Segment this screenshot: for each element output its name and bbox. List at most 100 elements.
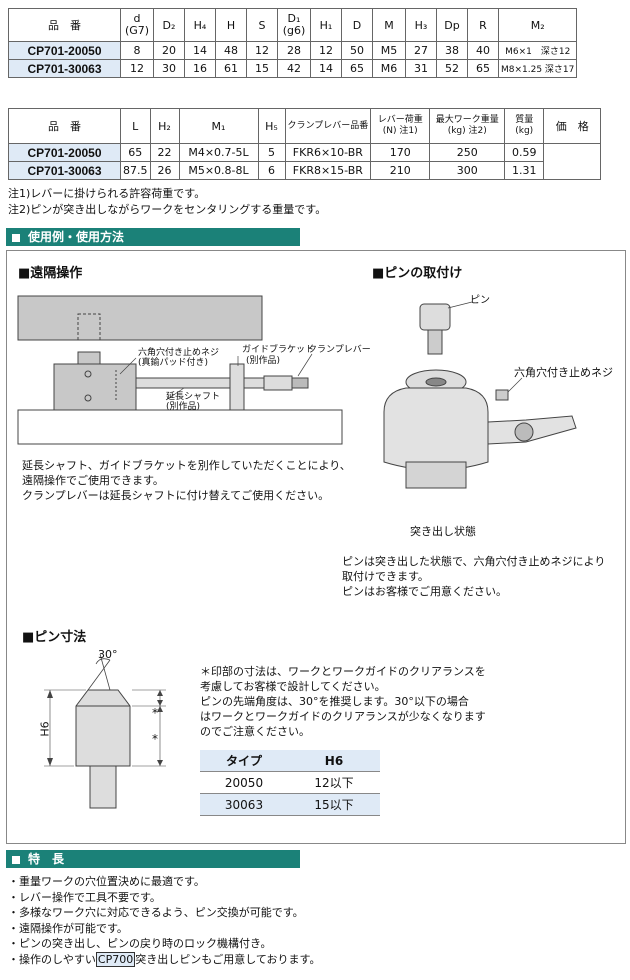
table-row: CP701-30063 12 30 16 61 15 42 14 65 M6 3… (8, 59, 578, 78)
table-row: 20050 12以下 (200, 771, 380, 794)
table-row: CP701-20050 8 20 14 48 12 28 12 50 M5 27… (8, 41, 578, 60)
col-header: M (372, 8, 406, 42)
text-line: 遠隔操作でご使用できます。 (22, 474, 164, 487)
col-header: タイプ (200, 750, 288, 772)
list-item: ・レバー操作で工具不要です。 (8, 890, 161, 904)
col-header: H₁ (310, 8, 342, 42)
cell: 210 (370, 161, 431, 180)
cell: 27 (405, 41, 437, 60)
col-header: D (341, 8, 373, 42)
text: ・操作のしやすい (8, 952, 96, 966)
col-header: S (246, 8, 278, 42)
note-1: 注1)レバーに掛けられる許容荷重です。 (8, 187, 206, 200)
table-header-row: 品 番 d (G7) D₂ H₄ H S D₁ (g6) H₁ D M H₃ D… (8, 8, 578, 42)
cell: 30 (153, 59, 185, 78)
cell: 30063 (200, 793, 288, 816)
cell: 28 (277, 41, 311, 60)
col-header: クランプレバー品番 (284, 108, 372, 144)
pin-mount-caption: 突き出し状態 (410, 525, 476, 538)
col-header: H₃ (405, 8, 437, 42)
section-header-features: 特 長 (6, 850, 300, 868)
note-2: 注2)ピンが突き出しながらワークをセンタリングする重量です。 (8, 203, 327, 216)
text-line: ピンはお客様でご用意ください。 (342, 585, 507, 598)
text: 突き出しピンもご用意しております。 (135, 952, 321, 966)
product-link[interactable]: CP700 (95, 951, 136, 967)
table-row: CP701-20050 65 22 M4×0.7-5L 5 FKR6×10-BR… (8, 143, 602, 180)
cell: 52 (436, 59, 468, 78)
cell: 38 (436, 41, 468, 60)
usage-panel (6, 250, 626, 844)
label-bracket: ガイドブラケット (242, 345, 315, 355)
h6-label: H6 (38, 721, 52, 737)
label-pin: ピン (470, 295, 490, 306)
cell: 6 (257, 161, 286, 180)
pin-mount-title: ■ピンの取付け (372, 266, 463, 281)
text-line: のでご注意ください。 (200, 725, 310, 738)
col-header: H₅ (257, 108, 286, 144)
text-line: 取付けできます。 (342, 570, 429, 583)
col-header: 最大ワーク重量 (kg) 注2) (429, 108, 506, 144)
section-title: 使用例・使用方法 (28, 230, 125, 244)
text-line: ピンの先端角度は、30°を推奨します。30°以下の場合 (200, 695, 469, 708)
remote-text: 延長シャフト、ガイドブラケットを別作していただくことにより、 遠隔操作でご使用で… (22, 458, 351, 503)
cell: 14 (184, 41, 216, 60)
label-setscrew: 六角穴付き止めネジ (138, 348, 220, 358)
star-mark: * (152, 732, 158, 746)
text-line: はワークとワークガイドのクリアランスが少なくなります (200, 710, 486, 723)
cell: 42 (277, 59, 311, 78)
square-bullet-icon (12, 233, 20, 242)
cell: 61 (215, 59, 247, 78)
label-bracket-sub: (別作品) (246, 356, 281, 366)
col-header: M₁ (178, 108, 259, 144)
cell: 250 (429, 143, 506, 162)
pin-dimension-diagram (44, 653, 166, 809)
table-header-row: 品 番 L H₂ M₁ H₅ クランプレバー品番 レバー荷重 (N) 注1) 最… (8, 108, 602, 144)
text-line: クランプレバーは延長シャフトに付け替えてご使用ください。 (22, 489, 330, 502)
label-shaft-sub: (別作品) (166, 402, 201, 412)
cell: 12 (310, 41, 342, 60)
cell: M6 (372, 59, 406, 78)
cell: 26 (149, 161, 180, 180)
square-bullet-icon (12, 855, 20, 864)
spec-table-1: 品 番 d (G7) D₂ H₄ H S D₁ (g6) H₁ D M H₃ D… (8, 8, 578, 78)
list-item: ・ピンの突き出し、ピンの戻り時のロック機構付き。 (8, 937, 272, 950)
col-header: 価 格 (543, 108, 602, 144)
label-pin-setscrew: 六角穴付き止めネジ (514, 366, 613, 379)
cell: 20 (153, 41, 185, 60)
list-item: ・重量ワークの穴位置決めに最適です。 (8, 875, 205, 888)
cell: 65 (120, 143, 151, 162)
pin-dims-title: ■ピン寸法 (22, 630, 87, 645)
label-lever: クランプレバー (308, 345, 371, 355)
col-header: 品 番 (8, 108, 121, 144)
col-header: Dp (436, 8, 468, 42)
cell: 14 (310, 59, 342, 78)
text-line: 考慮してお客様で設計してください。 (200, 680, 386, 693)
pin-dims-text: ＊印部の寸法は、ワークとワークガイドのクリアランスを 考慮してお客様で設計してく… (200, 664, 486, 739)
col-header: 品 番 (8, 8, 121, 42)
cell: 50 (341, 41, 373, 60)
cell: 40 (467, 41, 499, 60)
cell: M8×1.25 深さ17 (497, 59, 578, 78)
cell: 12以下 (288, 771, 380, 794)
text-line: ＊印部の寸法は、ワークとワークガイドのクリアランスを (200, 665, 486, 678)
cell: 12 (120, 59, 154, 78)
col-header: H (215, 8, 247, 42)
cell: 0.59 (504, 143, 545, 162)
col-header: R (467, 8, 499, 42)
cell: M5×0.8-8L (178, 161, 259, 180)
col-header: H₄ (184, 8, 216, 42)
table-row: CP701-30063 87.5 26 M5×0.8-8L 6 FKR8×15-… (8, 161, 601, 180)
list-item: ・多様なワーク穴に対応できるよう、ピン交換が可能です。 (8, 906, 304, 919)
cell: 65 (467, 59, 499, 78)
list-item: ・遠隔操作が可能です。 (8, 921, 128, 935)
text-line: 延長シャフト、ガイドブラケットを別作していただくことにより、 (22, 459, 351, 472)
cell: M5 (372, 41, 406, 60)
cell: FKR6×10-BR (284, 143, 372, 162)
cell: 31 (405, 59, 437, 78)
remote-operation-diagram (17, 295, 343, 445)
cell: 300 (429, 161, 506, 180)
col-header: D₁ (g6) (277, 8, 311, 42)
cell: M4×0.7-5L (178, 143, 259, 162)
cell: M6×1 深さ12 (497, 41, 578, 60)
